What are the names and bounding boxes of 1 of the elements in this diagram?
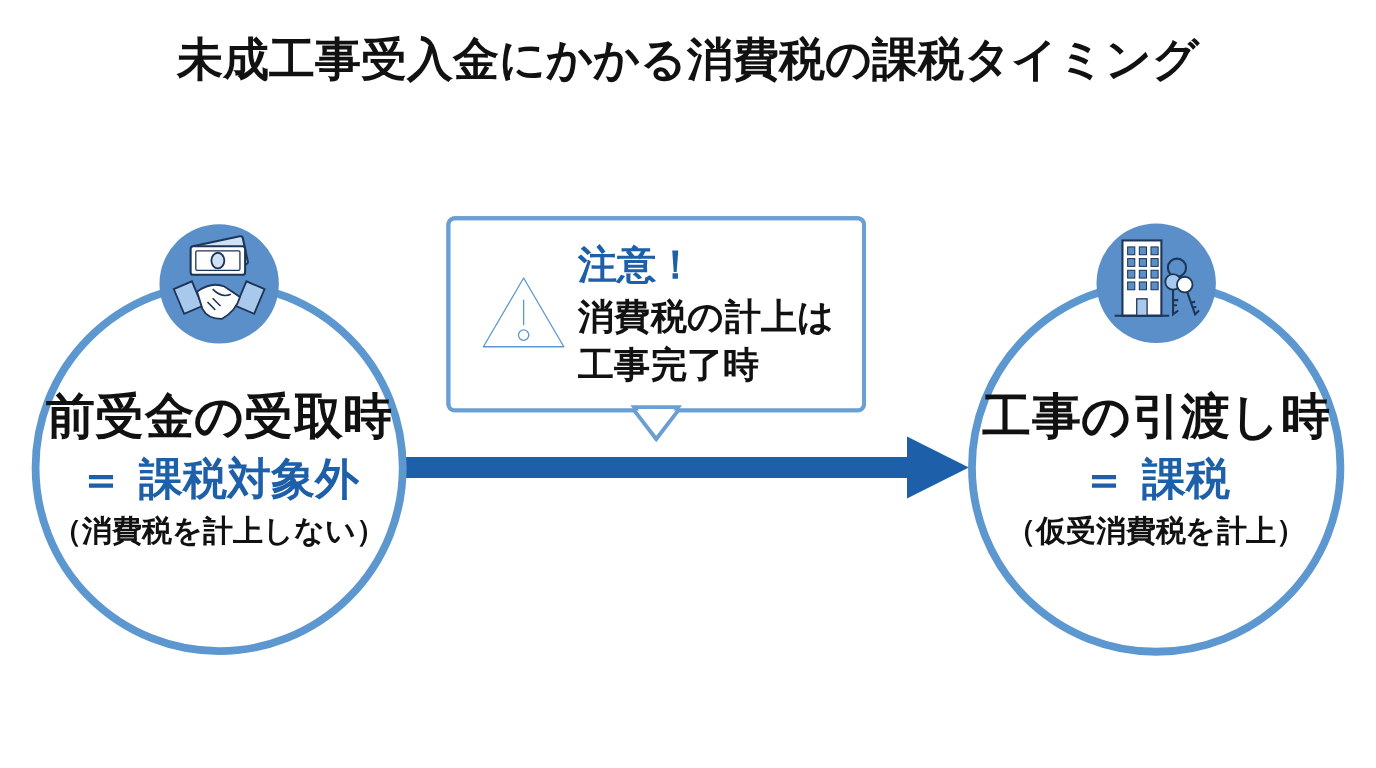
title: 未成工事受入金にかかる消費税の課税タイミング [177,32,1199,88]
